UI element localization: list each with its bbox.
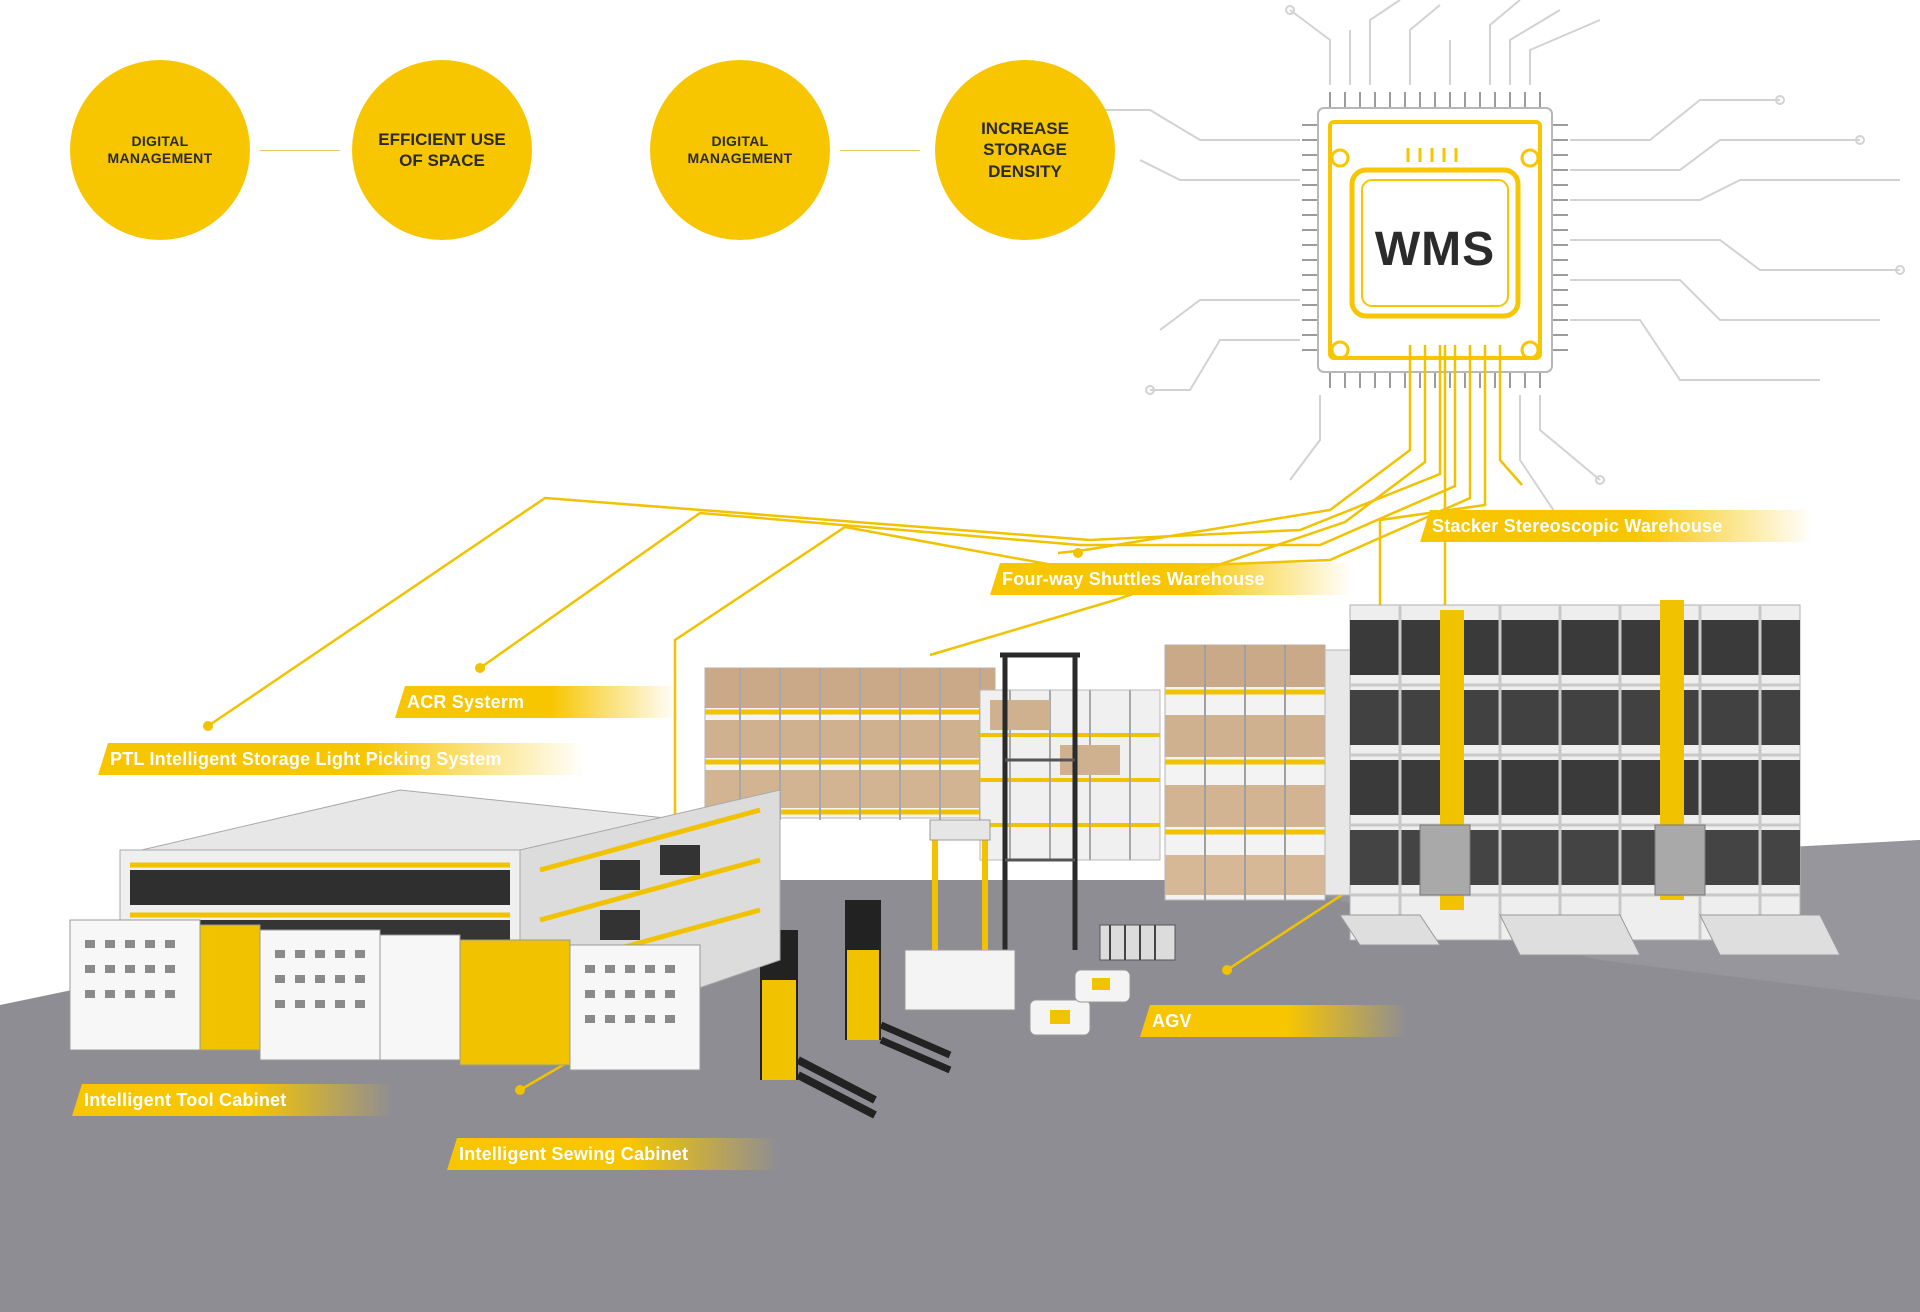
- shuttle-rack-middle: [979, 689, 1161, 861]
- connection-end-dots: [203, 548, 1232, 1095]
- circle-digital-management-1: DIGITAL MANAGEMENT: [70, 60, 250, 240]
- circle-connector-1: [260, 150, 340, 151]
- wms-connection-lines: [207, 345, 1523, 1092]
- circle-text: INCREASE STORAGE DENSITY: [981, 119, 1069, 181]
- circle-digital-management-2: DIGITAL MANAGEMENT: [650, 60, 830, 240]
- label-stacker-warehouse: Stacker Stereoscopic Warehouse: [1420, 510, 1812, 542]
- stacker-warehouse: [1339, 600, 1841, 956]
- agv-robots: [1029, 969, 1131, 1036]
- circle-text: EFFICIENT USE OF SPACE: [378, 129, 506, 170]
- label-ptl-picking-system: PTL Intelligent Storage Light Picking Sy…: [98, 743, 585, 775]
- label-intelligent-sewing-cabinet: Intelligent Sewing Cabinet: [447, 1138, 779, 1170]
- chip-contacts: [1406, 148, 1458, 162]
- label-four-way-shuttles: Four-way Shuttles Warehouse: [990, 563, 1352, 595]
- wms-chip-label: WMS: [1374, 223, 1496, 276]
- circle-efficient-use-of-space: EFFICIENT USE OF SPACE: [352, 60, 532, 240]
- pallet-rack-right: [1164, 644, 1361, 901]
- wms-chip-core-inner: [1361, 179, 1509, 307]
- circle-connector-2: [840, 150, 920, 151]
- forklift-stackers: [760, 900, 952, 1119]
- circle-increase-storage-density: INCREASE STORAGE DENSITY: [935, 60, 1115, 240]
- shuttle-lift-tower: [1000, 652, 1080, 950]
- wms-chip-frame: [1328, 120, 1542, 360]
- label-agv: AGV: [1140, 1005, 1407, 1037]
- chip-corner-dots: [1330, 148, 1540, 360]
- circle-text: DIGITAL MANAGEMENT: [687, 132, 793, 167]
- smart-cabinets: [69, 919, 701, 1071]
- label-acr-system: ACR Systerm: [395, 686, 677, 718]
- label-intelligent-tool-cabinet: Intelligent Tool Cabinet: [72, 1084, 394, 1116]
- conveyor: [1099, 924, 1176, 961]
- wms-chip-core: [1349, 167, 1521, 319]
- pallet-rack-left: [704, 667, 996, 820]
- circle-text: DIGITAL MANAGEMENT: [107, 132, 213, 167]
- acr-robots: [904, 819, 1016, 1011]
- circuit-traces: [1095, 0, 1905, 521]
- chip-pins: [1302, 92, 1568, 388]
